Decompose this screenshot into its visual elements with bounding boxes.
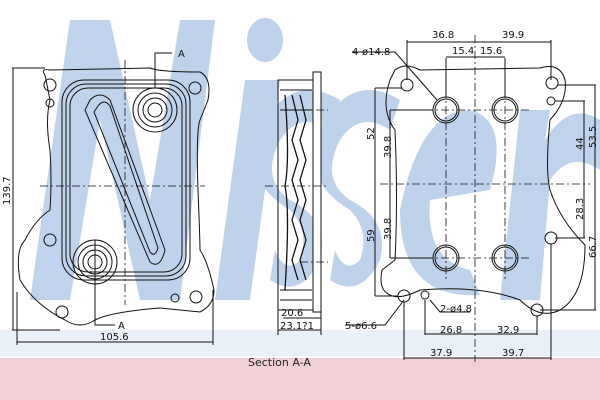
svg-text:59: 59 [366,229,377,242]
diagonal-channel [84,94,166,265]
svg-text:15.6: 15.6 [480,46,502,57]
svg-text:39.7: 39.7 [502,348,524,359]
svg-text:26.8: 26.8 [440,325,462,336]
svg-text:39.9: 39.9 [502,30,524,41]
section-marker-top: A [178,49,185,60]
svg-text:39.8: 39.8 [383,218,394,240]
section-inner-dimension: 20.6 [281,308,303,319]
height-dimension: 139.7 [2,176,13,205]
svg-text:52: 52 [366,127,377,140]
svg-text:36.8: 36.8 [432,30,454,41]
svg-text:4-ø14.8: 4-ø14.8 [352,47,390,58]
svg-text:39.8: 39.8 [383,136,394,158]
back-view-dimensions: 36.8 39.9 15.4 15.6 4-ø14.8 52 39.8 39.8… [345,30,599,359]
svg-text:53.5: 53.5 [588,126,599,148]
footer-band [0,358,600,400]
front-view-outline [17,67,215,326]
svg-text:28.3: 28.3 [575,198,586,220]
section-view [265,71,328,335]
back-view [345,35,596,362]
watermark-logo [30,18,600,300]
section-outer-dimension: 23.1?1 [280,321,314,332]
cooler-core [61,79,191,281]
svg-text:66.7: 66.7 [588,236,599,258]
svg-text:5-ø6.6: 5-ø6.6 [345,321,377,332]
width-dimension: 105.6 [100,332,129,343]
section-caption: Section A-A [248,356,311,369]
svg-text:32.9: 32.9 [497,325,519,336]
svg-text:2-ø4.8: 2-ø4.8 [440,304,472,315]
svg-text:15.4: 15.4 [452,46,474,57]
section-marker-bottom: A [118,321,125,332]
svg-text:37.9: 37.9 [430,348,452,359]
svg-text:44: 44 [575,137,586,150]
